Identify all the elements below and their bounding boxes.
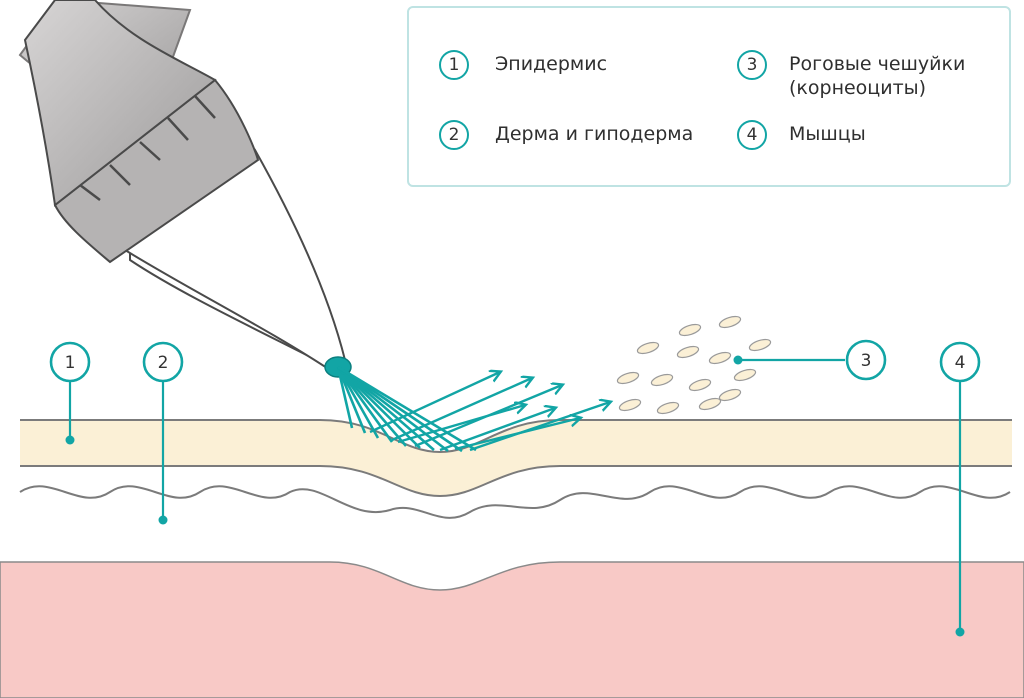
epidermis-layer — [20, 420, 1012, 496]
wave-line — [336, 366, 367, 434]
arrow-icon — [391, 378, 532, 442]
flake-icon — [718, 315, 742, 329]
legend-number-2: 2 — [439, 120, 469, 150]
ultrasound-waves — [336, 365, 477, 453]
marker-4: 4 — [939, 341, 981, 383]
marker-1: 1 — [49, 341, 91, 383]
arrow-icon — [397, 405, 525, 444]
legend-number-4: 4 — [737, 120, 767, 150]
flake-icon — [636, 341, 660, 355]
flake-icon — [676, 345, 700, 359]
legend-item-dermis: 2 Дерма и гиподерма — [439, 120, 693, 150]
arrow-icon — [469, 402, 610, 452]
svg-text:1: 1 — [65, 353, 76, 373]
flake-icon — [650, 373, 674, 387]
epidermis-bottom-line — [20, 465, 1012, 498]
arrow-icon — [454, 418, 580, 451]
flake-icon — [688, 378, 712, 392]
legend-label-4: Мышцы — [789, 123, 866, 145]
flake-icon — [748, 338, 772, 352]
legend-number-3: 3 — [737, 50, 767, 80]
legend-item-epidermis: 1 Эпидермис — [439, 50, 607, 80]
arrow-icon — [369, 372, 500, 434]
legend: 1 Эпидермис 2 Дерма и гиподерма 3 Роговы… — [407, 6, 1011, 187]
muscle-layer — [0, 561, 1024, 698]
flake-icon — [718, 388, 742, 402]
wave-line — [336, 366, 380, 439]
wave-line — [337, 366, 407, 447]
marker-3: 3 — [845, 339, 887, 381]
dermis-wave-line — [19, 485, 1011, 519]
marker-3-dot — [733, 355, 743, 365]
corneocyte-flakes — [616, 315, 772, 415]
arrow-icon — [439, 408, 555, 452]
flake-icon — [656, 401, 680, 415]
marker-4-dot — [955, 627, 965, 637]
flake-icon — [678, 323, 702, 337]
legend-label-2: Дерма и гиподерма — [495, 123, 694, 145]
flake-icon — [733, 368, 757, 382]
flake-icon — [618, 398, 642, 412]
ultrasound-nozzle-icon — [18, 0, 352, 378]
legend-label-3: Роговые чешуйки (корнеоциты) — [789, 53, 966, 99]
svg-text:2: 2 — [158, 353, 169, 373]
wave-line — [337, 365, 449, 453]
svg-text:3: 3 — [861, 351, 872, 371]
wave-line — [336, 366, 354, 429]
legend-item-muscles: 4 Мышцы — [737, 120, 866, 150]
epidermis-top-line — [20, 419, 1012, 454]
flake-icon — [616, 371, 640, 385]
reflection-arrows — [369, 372, 610, 452]
marker-2: 2 — [142, 341, 184, 383]
flake-icon — [708, 351, 732, 365]
wave-line — [337, 365, 463, 453]
legend-number-1: 1 — [439, 50, 469, 80]
wave-line — [337, 365, 477, 452]
legend-label-1: Эпидермис — [495, 53, 608, 75]
svg-text:4: 4 — [955, 353, 966, 373]
marker-1-dot — [65, 435, 75, 445]
marker-2-dot — [158, 515, 168, 525]
legend-item-corneocytes: 3 Роговые чешуйки (корнеоциты) — [737, 50, 965, 100]
flake-icon — [698, 397, 722, 411]
wave-line — [336, 366, 394, 443]
